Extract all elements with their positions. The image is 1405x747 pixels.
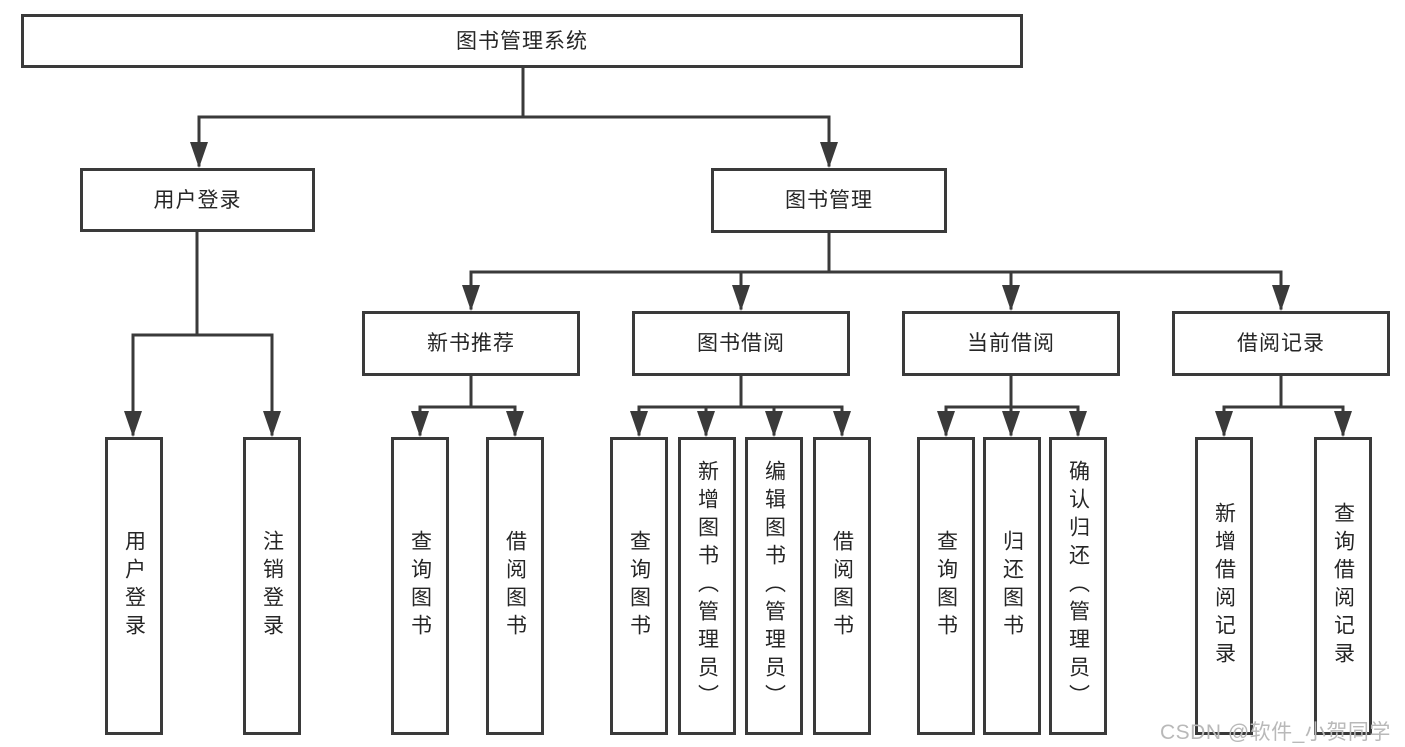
node-label: 用户登录 bbox=[153, 188, 242, 212]
node-borrowing-records: 借阅记录 bbox=[1172, 311, 1390, 376]
leaf-query-books-current: 查询图书 bbox=[917, 437, 975, 735]
leaf-query-books-borrowing: 查询图书 bbox=[610, 437, 668, 735]
leaf-label: 查询图书 bbox=[627, 530, 651, 642]
leaf-query-books-recommend: 查询图书 bbox=[391, 437, 449, 735]
node-book-borrowing: 图书借阅 bbox=[632, 311, 850, 376]
leaf-edit-books-admin: 编辑图书（管理员） bbox=[745, 437, 803, 735]
leaf-label: 查询图书 bbox=[408, 530, 432, 642]
leaf-label: 借阅图书 bbox=[503, 530, 527, 642]
leaf-borrow-books-recommend: 借阅图书 bbox=[486, 437, 544, 735]
node-label: 图书借阅 bbox=[697, 332, 785, 355]
leaf-label: 编辑图书（管理员） bbox=[762, 460, 786, 712]
leaf-label: 查询图书 bbox=[934, 530, 958, 642]
node-label: 借阅记录 bbox=[1237, 332, 1325, 355]
leaf-logout: 注销登录 bbox=[243, 437, 301, 735]
leaf-user-login: 用户登录 bbox=[105, 437, 163, 735]
leaf-query-borrow-record: 查询借阅记录 bbox=[1314, 437, 1372, 735]
leaf-borrow-books: 借阅图书 bbox=[813, 437, 871, 735]
node-label: 当前借阅 bbox=[967, 332, 1055, 355]
leaf-label: 确认归还（管理员） bbox=[1066, 460, 1090, 712]
arrowhead-icons bbox=[124, 142, 1352, 437]
node-current-borrowing: 当前借阅 bbox=[902, 311, 1120, 376]
node-book-management: 图书管理 bbox=[711, 168, 947, 233]
node-root-system: 图书管理系统 bbox=[21, 14, 1023, 68]
leaf-label: 用户登录 bbox=[122, 530, 146, 642]
leaf-confirm-return-admin: 确认归还（管理员） bbox=[1049, 437, 1107, 735]
leaf-return-books: 归还图书 bbox=[983, 437, 1041, 735]
leaf-label: 查询借阅记录 bbox=[1331, 502, 1355, 670]
node-label: 图书管理 bbox=[785, 189, 873, 212]
node-label: 图书管理系统 bbox=[456, 29, 588, 53]
leaf-label: 借阅图书 bbox=[830, 530, 854, 642]
leaf-add-borrow-record: 新增借阅记录 bbox=[1195, 437, 1253, 735]
node-user-login: 用户登录 bbox=[80, 168, 315, 232]
csdn-watermark: CSDN @软件_小贺同学 bbox=[1160, 721, 1391, 744]
node-label: 新书推荐 bbox=[427, 332, 515, 355]
leaf-add-books-admin: 新增图书（管理员） bbox=[678, 437, 736, 735]
leaf-label: 归还图书 bbox=[1000, 530, 1024, 642]
node-new-book-recommendation: 新书推荐 bbox=[362, 311, 580, 376]
leaf-label: 新增借阅记录 bbox=[1212, 502, 1236, 670]
leaf-label: 新增图书（管理员） bbox=[695, 460, 719, 712]
leaf-label: 注销登录 bbox=[260, 530, 284, 642]
